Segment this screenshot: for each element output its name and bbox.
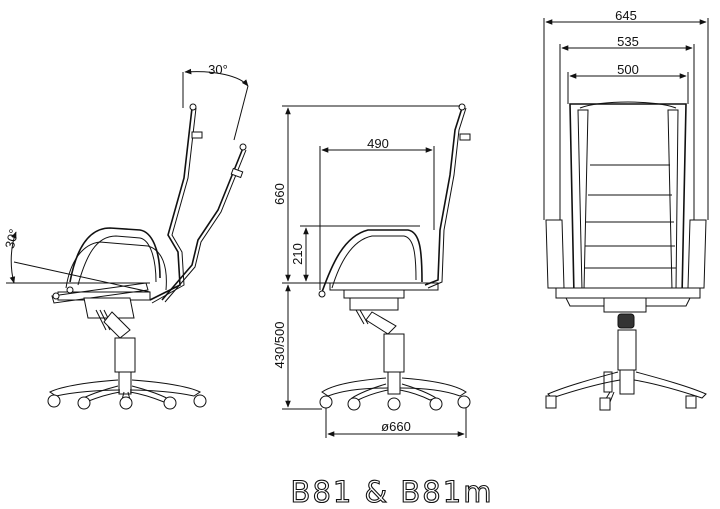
front-elevation-view <box>543 18 709 411</box>
model-title: B81 & B81m <box>291 475 494 509</box>
dim-armrest-height: 210 <box>290 243 305 265</box>
dim-arm-width: 535 <box>617 34 639 49</box>
dim-recline-seat: 30° <box>2 227 22 250</box>
dim-recline-top: 30° <box>208 62 228 77</box>
dim-seat-depth: 490 <box>367 136 389 151</box>
side-elevation-view <box>282 103 471 438</box>
dim-base-diameter: ø660 <box>381 419 411 434</box>
dim-overall-width: 645 <box>615 8 637 23</box>
dim-back-height: 660 <box>272 183 287 205</box>
dim-seat-height: 430/500 <box>272 322 287 369</box>
recline-side-view <box>6 68 249 410</box>
dim-back-width: 500 <box>617 62 639 77</box>
